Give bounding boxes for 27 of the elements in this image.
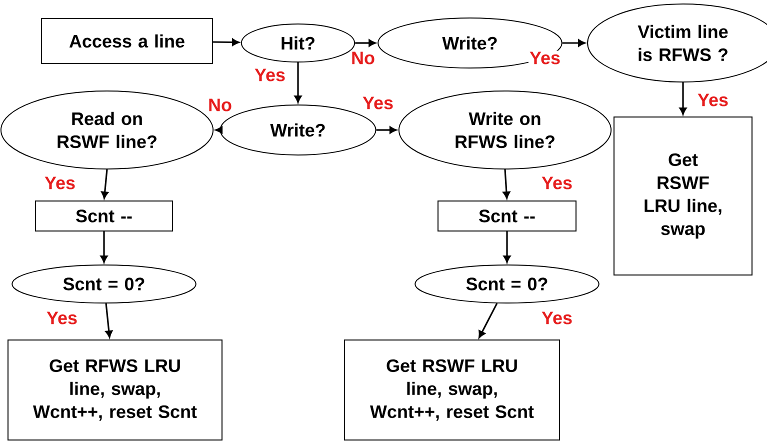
arrow <box>376 126 397 134</box>
arrow <box>679 82 687 115</box>
process-box: Get RSWF LRU line, swap <box>614 116 752 276</box>
arrow <box>101 169 108 199</box>
process-box: Scnt -- <box>438 200 576 232</box>
edge-label: Yes <box>528 50 562 66</box>
arrow <box>100 232 108 263</box>
edge-label: Yes <box>540 310 574 326</box>
process-box: Get RSWF LRU line, swap, Wcnt++, reset Scnt <box>344 340 560 440</box>
arrow <box>213 38 240 46</box>
edge-label: Yes <box>44 176 77 190</box>
arrow <box>105 303 113 338</box>
edge-label: Yes <box>540 176 574 190</box>
edge-label: Yes <box>254 68 287 82</box>
arrow <box>355 39 376 47</box>
arrow <box>502 169 510 199</box>
arrow <box>294 62 302 103</box>
edge-label: Yes <box>696 92 730 108</box>
process-box: Access a line <box>41 18 213 64</box>
arrow <box>215 126 223 134</box>
edge-label: No <box>350 50 376 66</box>
edge-label: Yes <box>45 310 79 326</box>
process-box: Get RFWS LRU line, swap, Wcnt++, reset Scnt <box>8 340 222 440</box>
arrow <box>478 303 498 338</box>
arrow <box>503 232 511 263</box>
process-box: Scnt -- <box>35 200 173 232</box>
arrow <box>562 39 586 47</box>
